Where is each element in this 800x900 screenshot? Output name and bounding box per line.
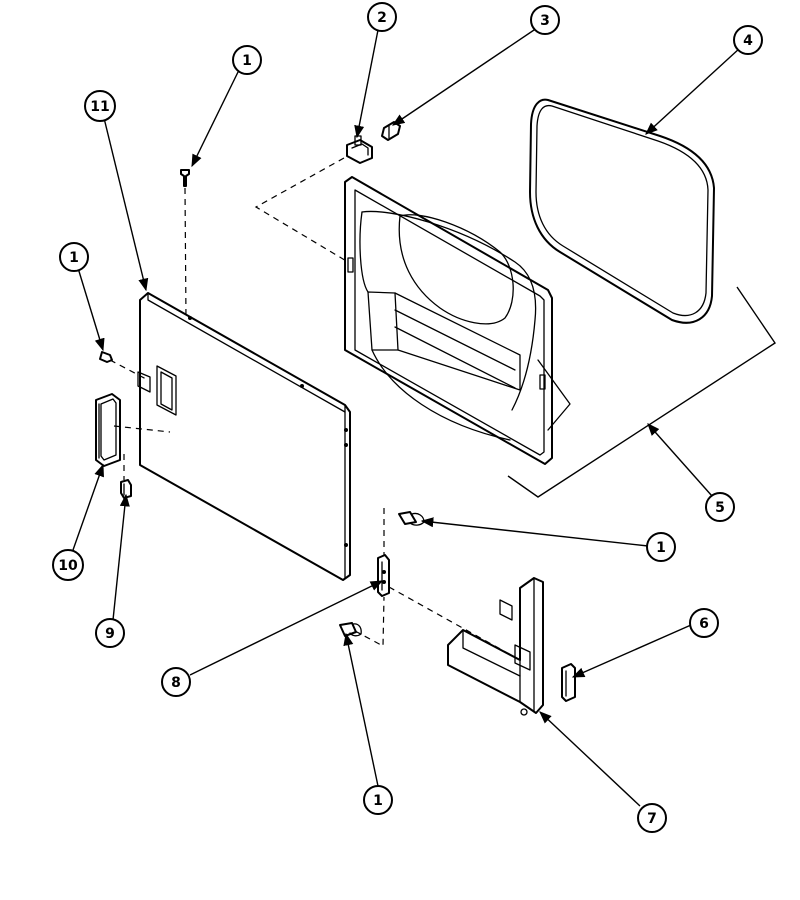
callout-1-right: 1: [646, 532, 676, 562]
svg-text:2: 2: [377, 10, 387, 26]
screw-right: [398, 511, 425, 526]
svg-text:5: 5: [715, 500, 725, 516]
inner-door-liner-part: [344, 176, 571, 465]
svg-text:3: 3: [540, 13, 550, 29]
callout-7: 7: [637, 803, 667, 833]
svg-text:6: 6: [699, 616, 709, 632]
callout-1-top: 1: [232, 45, 262, 75]
svg-text:9: 9: [105, 626, 115, 642]
svg-text:8: 8: [171, 675, 181, 691]
callout-8: 8: [161, 667, 191, 697]
callout-2: 2: [367, 2, 397, 32]
callout-11: 11: [84, 90, 116, 122]
screw-top: [180, 169, 190, 187]
callout-5: 5: [705, 492, 735, 522]
callout-1-bottom: 1: [363, 785, 393, 815]
callout-10: 10: [52, 549, 84, 581]
svg-text:1: 1: [242, 53, 252, 69]
assembly-dashed-lines: [109, 157, 521, 661]
svg-text:4: 4: [743, 33, 753, 49]
door-catch-part: [381, 121, 401, 141]
assembly-bracket-line: [507, 286, 776, 498]
hinge-mount-part: [447, 577, 544, 716]
screw-left: [99, 351, 113, 363]
leader-arrows: [72, 27, 741, 807]
svg-text:1: 1: [373, 793, 383, 809]
svg-text:7: 7: [647, 811, 657, 827]
screw-bottom: [339, 622, 362, 637]
callout-6: 6: [689, 608, 719, 638]
callout-9: 9: [95, 618, 125, 648]
door-panel-part: [137, 292, 351, 581]
svg-text:10: 10: [58, 558, 78, 574]
svg-text:11: 11: [90, 99, 109, 115]
door-gasket-part: [529, 98, 715, 324]
door-hinge-part: [377, 554, 390, 597]
callout-3: 3: [530, 5, 560, 35]
callout-1-left: 1: [59, 242, 89, 272]
callout-4: 4: [733, 25, 763, 55]
svg-text:1: 1: [656, 540, 666, 556]
strike-plate-part: [561, 663, 576, 702]
door-handle-part: [95, 393, 121, 467]
latch-bracket-part: [346, 135, 373, 164]
svg-text:1: 1: [69, 250, 79, 266]
handle-clip-part: [120, 479, 132, 499]
